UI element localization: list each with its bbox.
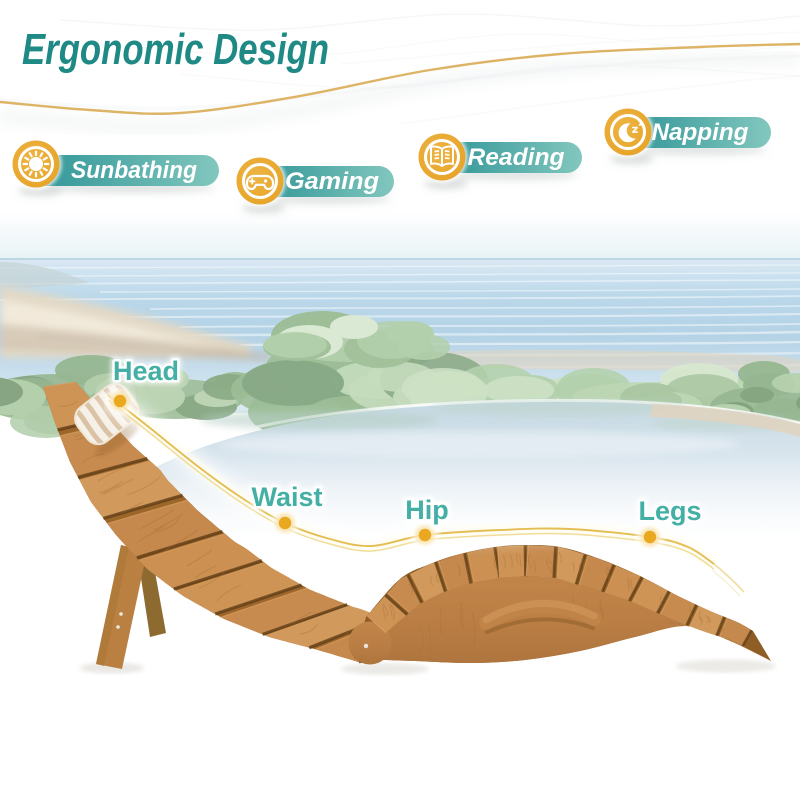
- svg-text:Legs: Legs: [638, 496, 701, 526]
- svg-text:Waist: Waist: [251, 482, 322, 512]
- svg-text:Head: Head: [113, 356, 179, 386]
- svg-text:Reading: Reading: [468, 144, 565, 171]
- svg-text:Hip: Hip: [405, 495, 449, 525]
- svg-text:Sunbathing: Sunbathing: [71, 157, 197, 184]
- svg-text:Hip: Hip: [405, 495, 449, 525]
- svg-text:Legs: Legs: [638, 496, 701, 526]
- svg-text:Gaming: Gaming: [285, 168, 379, 195]
- svg-text:Head: Head: [113, 356, 179, 386]
- svg-text:Ergonomic Design: Ergonomic Design: [22, 25, 329, 74]
- svg-text:Hip: Hip: [405, 495, 449, 525]
- svg-text:Head: Head: [113, 356, 179, 386]
- svg-text:Napping: Napping: [652, 119, 749, 146]
- svg-text:Legs: Legs: [638, 496, 701, 526]
- svg-text:Waist: Waist: [251, 482, 322, 512]
- svg-text:Waist: Waist: [251, 482, 322, 512]
